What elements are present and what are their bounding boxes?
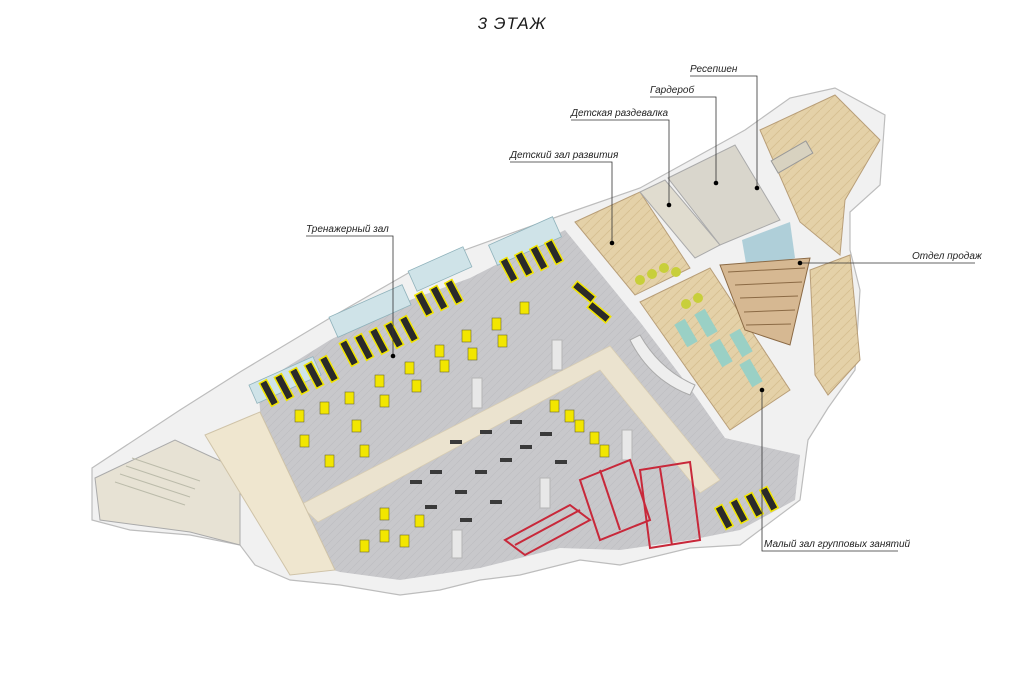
dot-reception: [754, 185, 760, 191]
benches: [410, 420, 567, 522]
left-stair-hall: [94, 439, 241, 546]
right-room: [809, 254, 861, 396]
leader-kids-hall: [510, 161, 613, 243]
cardio-rows: [258, 238, 780, 531]
dot-wardrobe: [713, 180, 719, 186]
fitballs: [635, 263, 703, 309]
label-gym: Тренажерный зал: [306, 224, 389, 235]
reception-desk: [770, 140, 814, 174]
dot-kids-locker: [666, 202, 672, 208]
functional-rigs: [503, 458, 702, 557]
stair-treads: [727, 267, 806, 326]
wardrobe-room: [667, 144, 781, 246]
left-corridor: [204, 411, 336, 576]
leader-gym: [306, 235, 394, 356]
label-wardrobe: Гардероб: [650, 85, 695, 96]
label-reception: Ресепшен: [690, 64, 738, 75]
leader-reception: [690, 75, 758, 188]
dot-sales: [797, 260, 803, 266]
dot-kids-hall: [609, 240, 615, 246]
dot-small-hall: [759, 387, 765, 393]
walkway: [299, 345, 721, 523]
leader-kids-locker: [571, 119, 670, 205]
leader-wardrobe: [650, 96, 717, 183]
leader-small-hall: [761, 390, 898, 552]
label-sales: Отдел продаж: [912, 251, 982, 262]
label-small-hall: Малый зал групповых занятий: [764, 539, 911, 550]
reception-floor: [759, 94, 881, 256]
yoga-mats: [674, 308, 763, 388]
leader-dots: [390, 180, 803, 393]
sales-desk: [629, 334, 696, 396]
columns: [451, 339, 633, 559]
label-kids-locker: Детская раздевалка: [571, 108, 669, 119]
left-stair-treads: [114, 457, 201, 506]
strength-machines: [294, 301, 610, 553]
dot-gym: [390, 353, 396, 359]
page-title: 3 ЭТАЖ: [477, 14, 547, 33]
sales-office-stairs: [719, 257, 811, 346]
label-kids-hall: Детский зал развития: [510, 150, 619, 161]
leader-lines: [306, 75, 975, 552]
